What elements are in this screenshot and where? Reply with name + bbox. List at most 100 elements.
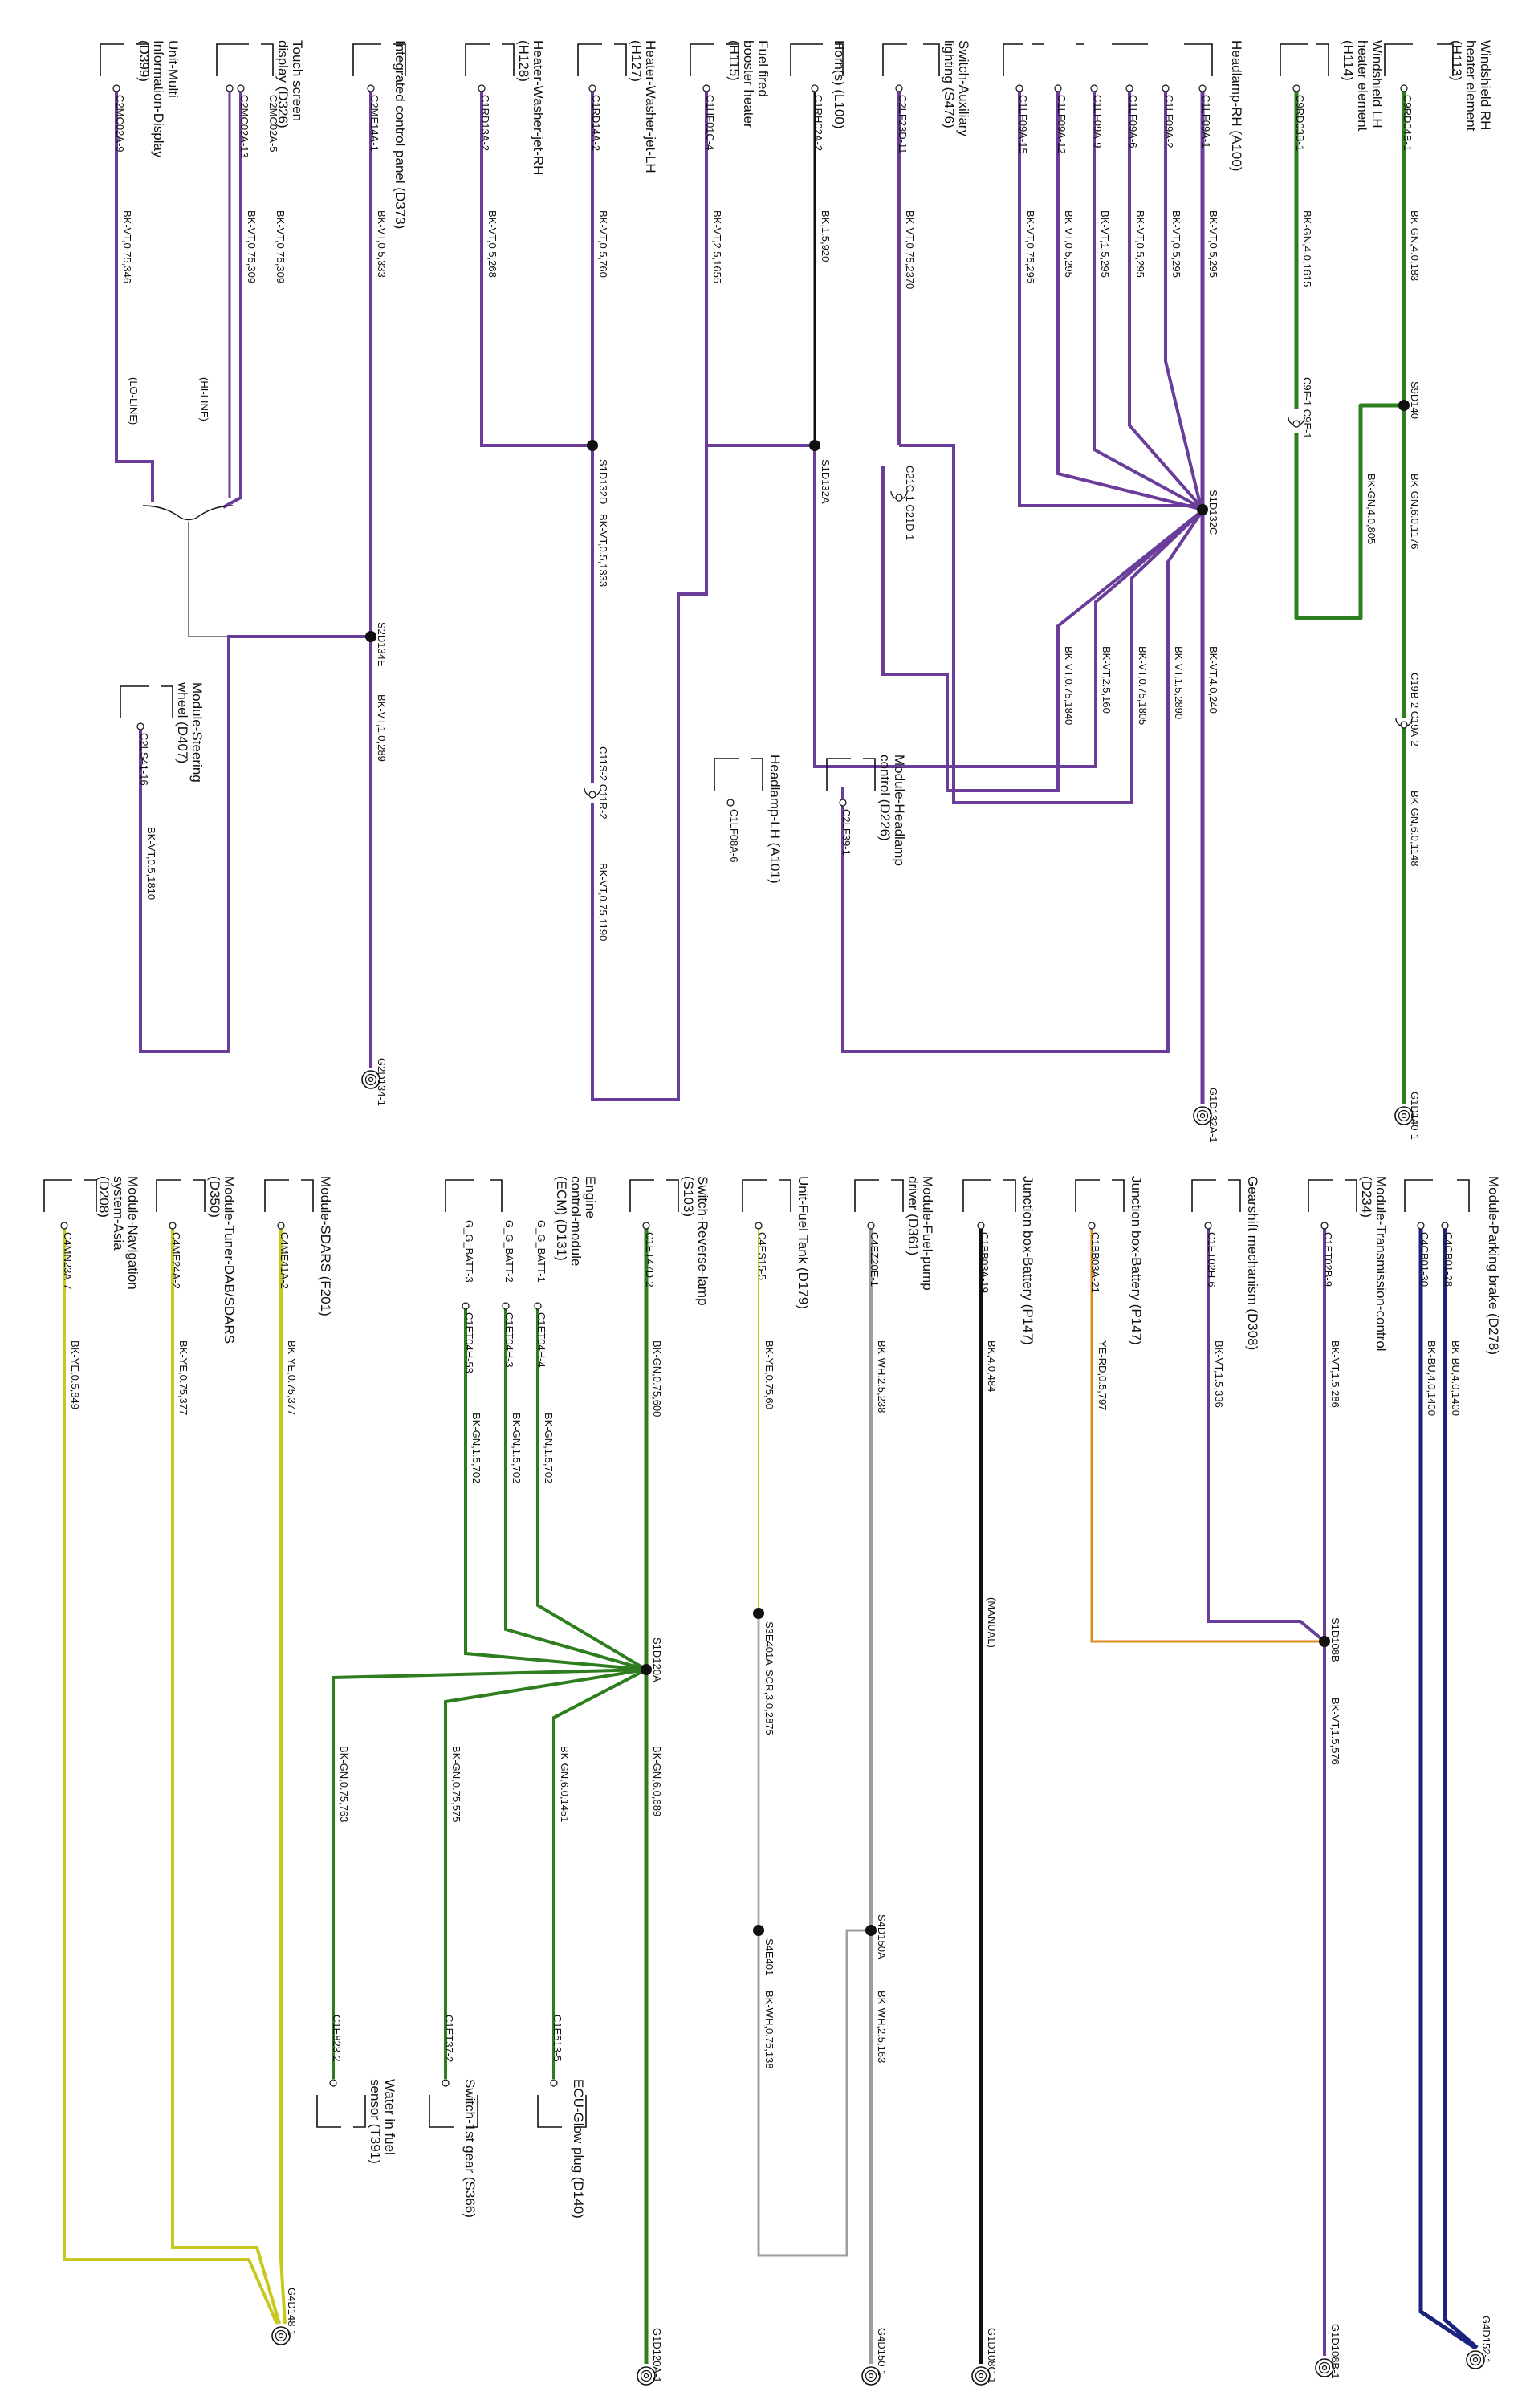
- pin-ecm-53: [462, 1302, 470, 1310]
- splice-s4d150a: [865, 1925, 877, 1936]
- box-module-steering: [120, 685, 173, 718]
- pin-fuel-fired: [702, 84, 710, 92]
- splice-s1d120a: [641, 1664, 652, 1675]
- splice-s1d132a: [809, 440, 820, 451]
- code-sdars: C4ME41A-2: [279, 1232, 291, 1289]
- pin-ecm-4: [534, 1302, 542, 1310]
- code-tuner: C4ME24A-2: [170, 1232, 182, 1289]
- pin-tcm: [1320, 1222, 1329, 1230]
- wire-s4d150a: [757, 1929, 871, 2257]
- box-icp: [352, 43, 406, 76]
- wire-label-glow: BK-GN,6.0,1451: [559, 1746, 571, 1822]
- title-horn: Horn(s) (L100): [832, 40, 847, 129]
- connector-label-c21: C21C-1 C21D-1: [904, 466, 916, 540]
- title-tcm: Module-Transmission-control(D234): [1359, 1176, 1389, 1352]
- box-windshield-lh: [1280, 43, 1329, 76]
- title-headlamp-rh: Headlamp-RH (A100): [1229, 40, 1244, 171]
- ground-label-g1d132a: G1D132A-1: [1207, 1088, 1219, 1143]
- code-washer-rh: C1RD13A-2: [479, 95, 491, 151]
- wire-gearshift: [1207, 1228, 1326, 1643]
- box-first-gear: [429, 2095, 478, 2128]
- wire-label-g1d140: BK-GN,6.0,1148: [1409, 791, 1421, 866]
- wire-label-washer-lh: BK-VT,0.5,760: [597, 210, 609, 278]
- code-hl-15: C1LF09A-15: [1017, 95, 1029, 154]
- wire-jb-21: [1090, 1228, 1325, 1643]
- wire-label-sdars: BK-YE,0.75,377: [286, 1340, 298, 1415]
- wire-first-gear: [444, 1668, 647, 2079]
- wire-label-fuel-tank: BK-YE,0.75,60: [763, 1340, 775, 1409]
- box-ecm: [445, 1179, 503, 1212]
- inline-connector-c19: [1395, 718, 1413, 729]
- wire-label-s1d108b: BK-VT,1.5,576: [1329, 1698, 1341, 1765]
- pin-headlamp-lh: [726, 799, 735, 807]
- wire-label-hl-9: BK-VT,1.5,295: [1099, 210, 1111, 278]
- wire-label-s1d120a-g: BK-GN,6.0,689: [651, 1746, 663, 1816]
- wire-label-mid: BK-VT,0.75,346: [121, 210, 133, 283]
- code-parking-28: C4CB01-28: [1443, 1232, 1455, 1287]
- code-ecm-label-2: G_G_BATT-2: [503, 1220, 515, 1283]
- code-ecm-label-3: G_G_BATT-3: [463, 1220, 475, 1283]
- splice-s9d140: [1398, 400, 1410, 411]
- wire-label-aux: BK-VT,0.75,2370: [904, 210, 916, 289]
- title-glow: ECU-Glow plug (D140): [571, 2079, 586, 2219]
- ground-label-g1d120a: G1D120A-1: [651, 2328, 663, 2383]
- code-hl-9: C1LF09A-9: [1092, 95, 1104, 148]
- title-water-fuel: Water in fuelsensor (T391): [368, 2079, 397, 2164]
- box-headlamp-lh: [714, 758, 763, 791]
- connector-labels: C9F-1 C9E-1 C19B-2 C19A-2 C21C-1 C21D-1 …: [597, 377, 1421, 820]
- code-parking-30: C4CB01-30: [1418, 1232, 1430, 1287]
- wires: [63, 88, 1479, 2364]
- wire-label-horn: BK,1.5,920: [820, 210, 832, 262]
- title-parking-brake: Module-Parking brake (D278): [1486, 1176, 1501, 1355]
- title-headlamp-lh: Headlamp-LH (A101): [767, 755, 783, 884]
- ground-label-g1d108c: G1D108C-1: [986, 2328, 998, 2383]
- box-fuel-pump: [854, 1179, 904, 1212]
- note-hi-line: (HI-LINE): [198, 377, 210, 421]
- pin-first-gear: [442, 2079, 450, 2087]
- wire-hl-12: [1056, 88, 1201, 510]
- code-icp: C2ME14A-1: [368, 95, 380, 152]
- box-touch: [216, 43, 274, 76]
- box-reverse: [629, 1179, 679, 1212]
- pin-windshield-lh: [1292, 84, 1300, 92]
- pin-gearshift: [1204, 1222, 1212, 1230]
- code-nav: C4MN23A-7: [62, 1232, 74, 1290]
- code-hl-12: C1LF09A-12: [1056, 95, 1068, 154]
- wire-label-gearshift: BK-VT,1.5,336: [1213, 1340, 1225, 1408]
- splice-label-s9d140: S9D140: [1409, 381, 1421, 419]
- wire-label-tcm: BK-VT,1.5,286: [1329, 1340, 1341, 1408]
- title-ecm: Enginecontrol-module(ECM) (D131): [554, 1176, 598, 1266]
- pin-hl-12: [1054, 84, 1062, 92]
- wire-label-ecm-53: BK-GN,1.5,702: [470, 1413, 482, 1483]
- title-tuner: Module-Tuner-DAB/SDARS(D350): [207, 1176, 237, 1344]
- box-jb-a: [1075, 1179, 1125, 1212]
- wire-hl-2: [1164, 88, 1202, 505]
- title-jb-b: Junction box-Battery (P147): [1020, 1176, 1036, 1345]
- code-aux: C2LF23D-11: [897, 95, 909, 153]
- splice-s2d134e: [365, 631, 376, 642]
- connector-label-c9f: C9F-1 C9E-1: [1301, 377, 1313, 439]
- box-tuner: [156, 1179, 206, 1212]
- box-windshield-rh: [1384, 43, 1454, 76]
- wire-mid: [115, 88, 154, 502]
- pin-module-headlamp: [839, 799, 847, 807]
- pin-ecm-3: [502, 1302, 510, 1310]
- code-module-headlamp: C2LF39-1: [840, 809, 853, 856]
- wire-label-s3e401a: SCR,3.0,2875: [763, 1670, 775, 1735]
- box-parking-brake: [1404, 1179, 1470, 1212]
- code-fuel-pump: C4EZ20E-1: [869, 1232, 881, 1287]
- ground-label-g4d152: G4D152-1: [1480, 2316, 1492, 2364]
- pin-reverse: [642, 1222, 650, 1230]
- pin-washer-lh: [588, 84, 596, 92]
- pin-glow: [550, 2079, 558, 2087]
- wire-label-reverse: BK-GN,0.75,600: [651, 1340, 663, 1417]
- box-gearshift: [1191, 1179, 1241, 1212]
- components: [43, 43, 1470, 2128]
- splice-s1d108b: [1319, 1636, 1330, 1647]
- splice-s1d132c: [1197, 504, 1208, 515]
- pin-windshield-rh: [1400, 84, 1408, 92]
- code-fuel-tank: C4ES15-5: [756, 1232, 768, 1280]
- pin-parking-30: [1417, 1222, 1425, 1230]
- title-fuel-pump: Module-Fuel-pumpdriver (D361): [905, 1176, 935, 1291]
- wire-s1d132c-b: [899, 444, 1204, 804]
